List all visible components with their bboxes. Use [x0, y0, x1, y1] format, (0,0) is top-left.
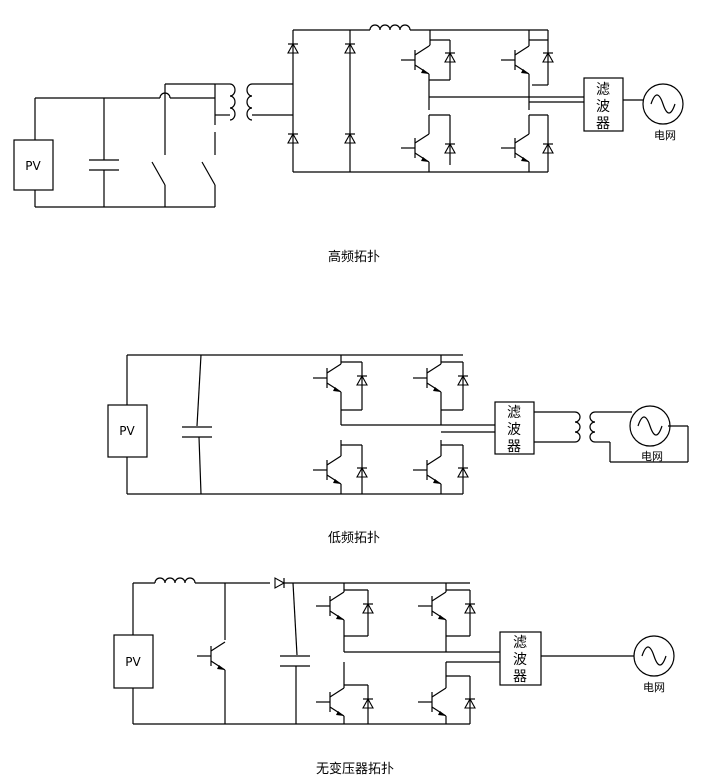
- lf-transformer: [534, 411, 689, 463]
- grid-source: [642, 83, 684, 125]
- caption-low-frequency: 低频拓扑: [328, 531, 380, 546]
- filter-label-1: 滤: [507, 405, 521, 421]
- filter-label-3: 器: [507, 439, 521, 455]
- filter-label-2: 波: [596, 99, 610, 115]
- hf-transformer: [164, 83, 293, 121]
- grid-label: 电网: [654, 129, 676, 142]
- dc-inductor: [369, 24, 548, 31]
- filter-label-3: 器: [596, 116, 610, 132]
- boost-inductor: [154, 577, 270, 584]
- pv-label: PV: [25, 159, 41, 173]
- filter-box: [499, 631, 542, 686]
- filter-box: [583, 77, 624, 132]
- switch-1: [151, 98, 166, 207]
- grid-source: [629, 405, 671, 447]
- filter-box: [494, 401, 535, 455]
- pv-box: [13, 139, 54, 191]
- grid-label: 电网: [641, 450, 663, 463]
- diagram-high-frequency: PV: [13, 24, 684, 265]
- filter-label-1: 滤: [513, 635, 527, 651]
- diode-rectifier: [287, 29, 430, 173]
- pv-label: PV: [125, 655, 141, 669]
- filter-label-2: 波: [507, 422, 521, 438]
- filter-label-1: 滤: [596, 82, 610, 98]
- filter-label-3: 器: [513, 669, 527, 685]
- caption-transformerless: 无变压器拓扑: [316, 761, 394, 777]
- switch-2: [201, 115, 216, 207]
- boost-diode: [274, 577, 470, 589]
- dc-capacitor: [89, 98, 119, 207]
- dc-capacitor: [182, 354, 212, 495]
- inverter-bridge: [312, 355, 495, 494]
- grid-source: [633, 635, 675, 677]
- pv-label: PV: [119, 424, 135, 438]
- dc-capacitor: [280, 582, 310, 724]
- diagram-transformerless: PV: [113, 577, 675, 777]
- diagram-low-frequency: PV: [107, 354, 689, 546]
- filter-label-2: 波: [513, 652, 527, 668]
- boost-switch: [196, 641, 226, 724]
- inverter-bridge: [315, 583, 500, 724]
- caption-high-frequency: 高频拓扑: [328, 249, 380, 265]
- grid-label: 电网: [643, 681, 665, 694]
- inverter-bridge: [400, 30, 584, 173]
